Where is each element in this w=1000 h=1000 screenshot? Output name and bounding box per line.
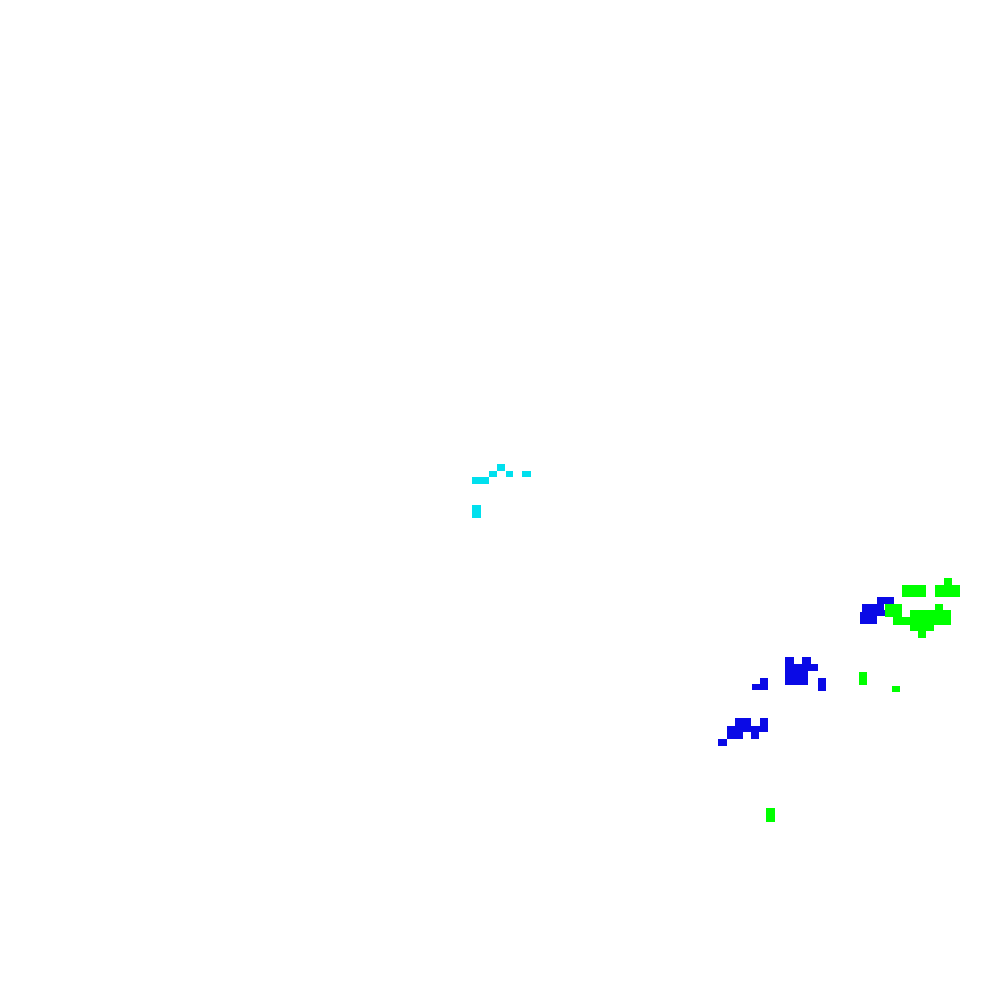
green-pixel (918, 631, 926, 638)
green-pixel (935, 585, 960, 597)
green-pixel (766, 808, 775, 822)
green-pixel (910, 610, 926, 617)
cyan-pixel (472, 477, 489, 484)
cyan-pixel (489, 471, 497, 477)
blue-pixel (802, 657, 811, 664)
green-pixel (944, 578, 952, 585)
blue-pixel (860, 612, 877, 624)
green-pixel (885, 604, 902, 617)
green-cluster (766, 578, 960, 822)
blue-pixel (877, 597, 894, 604)
blue-pixel (751, 732, 759, 739)
blue-pixel (727, 726, 768, 732)
blue-pixel (862, 604, 884, 612)
blue-pixel (760, 678, 768, 685)
blue-pixel (818, 678, 826, 691)
blue-pixel (718, 739, 727, 746)
blue-pixel (735, 718, 751, 726)
blue-pixel (877, 610, 885, 616)
cyan-pixel (497, 464, 505, 471)
green-pixel (902, 585, 926, 597)
green-pixel (926, 610, 951, 617)
blue-pixel (760, 718, 768, 726)
green-pixel (892, 686, 900, 692)
blue-pixel (785, 664, 818, 671)
blue-pixel (785, 657, 794, 665)
blue-pixel (727, 732, 743, 739)
cyan-pixel (506, 471, 513, 477)
green-pixel (935, 604, 943, 610)
blue-pixel (785, 671, 808, 685)
cyan-pixel (472, 505, 481, 518)
cyan-pixel (522, 471, 531, 477)
blue-pixel (752, 684, 768, 690)
cyan-cluster (472, 464, 531, 518)
green-pixel (893, 617, 951, 625)
green-pixel (910, 625, 934, 631)
blue-cluster (718, 597, 894, 746)
green-pixel (859, 672, 867, 685)
